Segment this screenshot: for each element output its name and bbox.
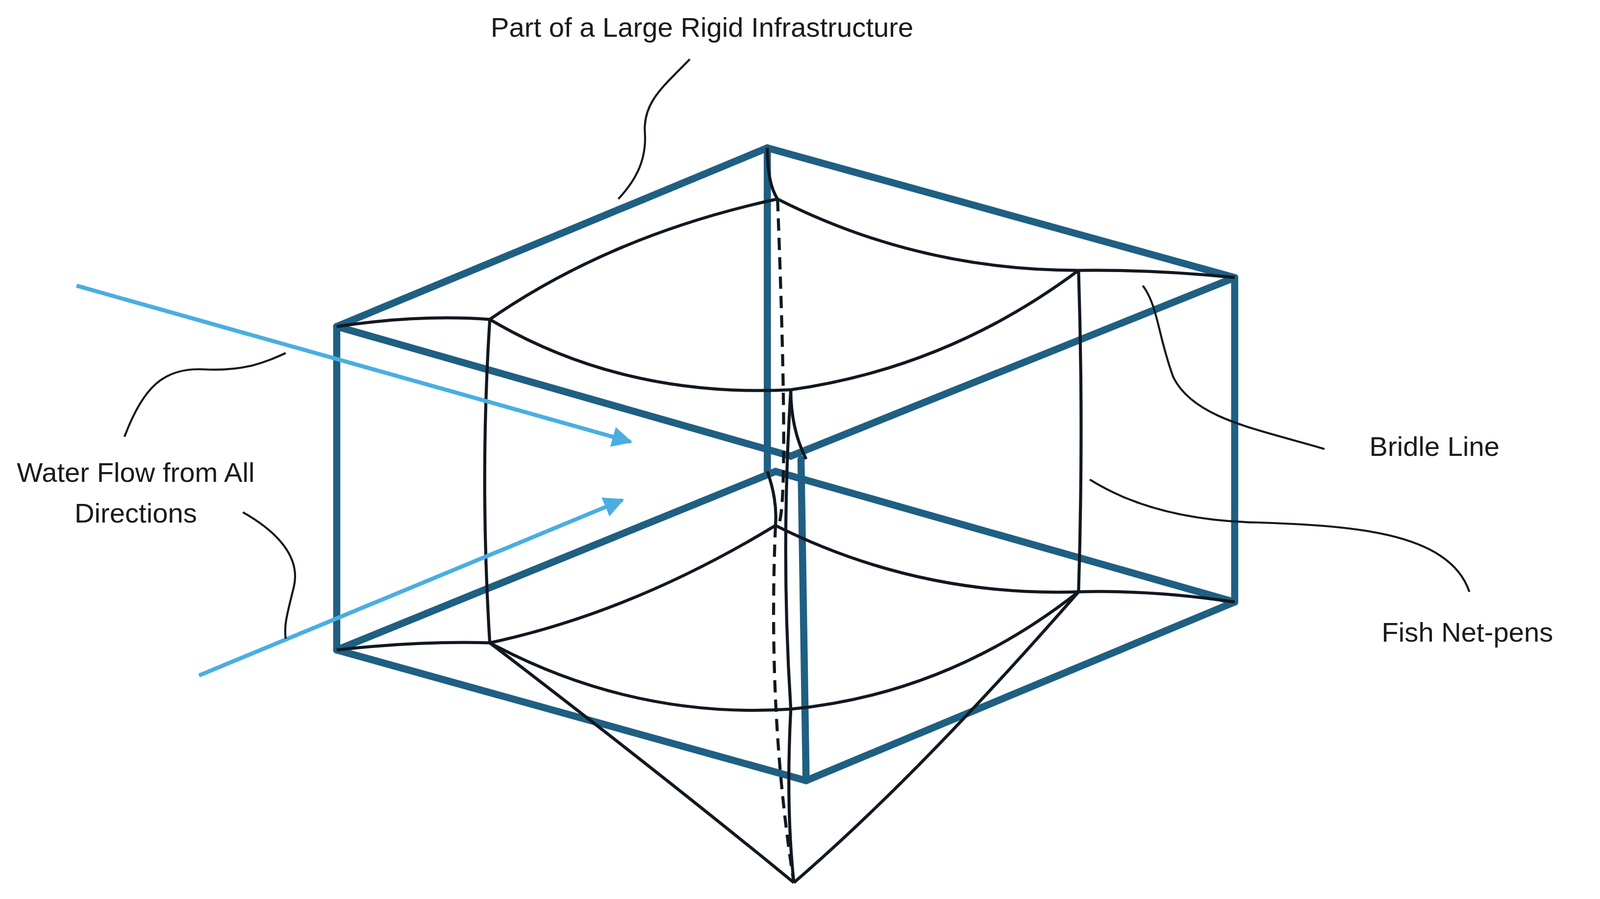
structure-label: Part of a Large Rigid Infrastructure [416,7,988,49]
part-label: Bridle Line [1369,426,1584,468]
rigid-frame [336,148,1235,781]
leader-lines [124,59,1470,639]
flow-label: Water Flow from All Directions [8,451,264,534]
fish-net-pen [484,199,1082,883]
part-label: Fish Net-pens [1381,612,1594,653]
